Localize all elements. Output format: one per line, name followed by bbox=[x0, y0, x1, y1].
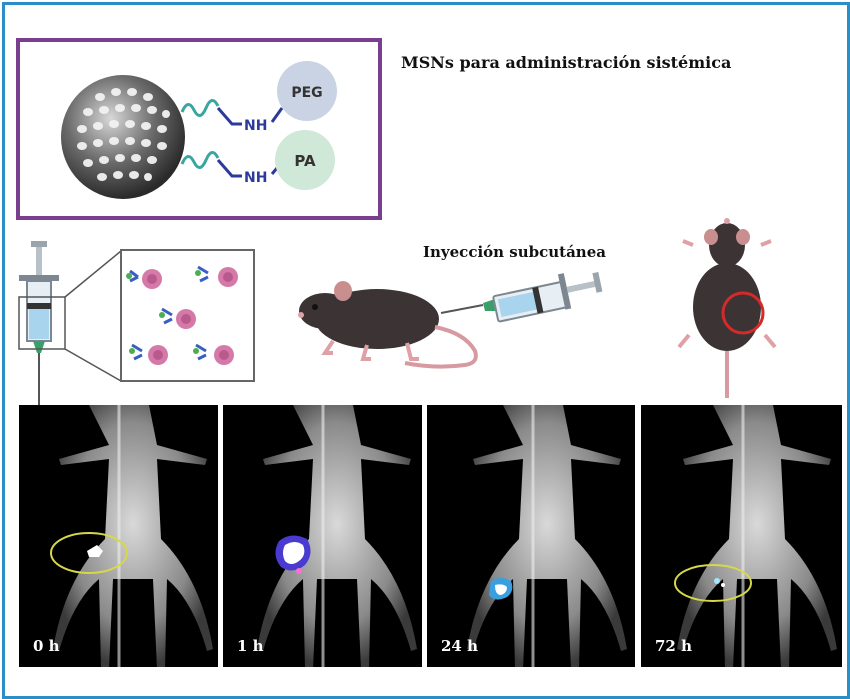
roi-circle bbox=[674, 564, 752, 602]
linker-top bbox=[216, 107, 242, 126]
mouse-side-view-icon bbox=[298, 281, 478, 369]
imaging-panel-24h: 24 h bbox=[427, 405, 635, 667]
mesoporous-silica-sphere bbox=[61, 75, 185, 199]
particle-cluster-4 bbox=[129, 343, 168, 365]
timepoint-label: 72 h bbox=[655, 637, 693, 655]
nanoparticle-suspension-inset bbox=[120, 249, 255, 382]
imaging-panel-72h: 72 h bbox=[641, 405, 842, 667]
timepoint-label: 1 h bbox=[237, 637, 264, 655]
roi-circle bbox=[50, 532, 128, 574]
pa-circle bbox=[275, 130, 335, 190]
linker-coil-top bbox=[180, 99, 220, 117]
nh-label-bottom: NH bbox=[244, 170, 267, 186]
timepoint-label: 24 h bbox=[441, 637, 479, 655]
particle-cluster-3 bbox=[159, 307, 196, 329]
systemic-administration-title: MSNs para administración sistémica bbox=[401, 53, 732, 72]
imaging-panel-1h: 1 h bbox=[223, 405, 422, 667]
peg-circle bbox=[277, 61, 337, 121]
injection-site-ring bbox=[721, 291, 765, 335]
fluorescence-signal bbox=[714, 578, 720, 584]
subcutaneous-injection-title: Inyección subcutánea bbox=[423, 243, 606, 261]
syringe-horizontal-icon bbox=[440, 271, 603, 323]
linker-coil-bottom bbox=[180, 151, 220, 169]
mouse-top-view-icon bbox=[677, 218, 777, 398]
nh-label-top: NH bbox=[244, 118, 267, 134]
particle-cluster-5 bbox=[193, 343, 234, 365]
syringe-vertical-icon bbox=[18, 241, 122, 407]
pores bbox=[77, 88, 170, 181]
nanoparticle-schematic: NH NH PEG PA bbox=[16, 38, 382, 220]
linker-bottom bbox=[216, 159, 242, 178]
timepoint-label: 0 h bbox=[33, 637, 60, 655]
nanoparticle-graphic: NH NH PEG PA bbox=[61, 61, 337, 199]
particle-cluster-2 bbox=[195, 265, 238, 287]
imaging-panel-0h: 0 h bbox=[19, 405, 218, 667]
pa-label: PA bbox=[294, 152, 316, 170]
particle-cluster-1 bbox=[126, 269, 162, 289]
peg-label: PEG bbox=[291, 85, 322, 101]
